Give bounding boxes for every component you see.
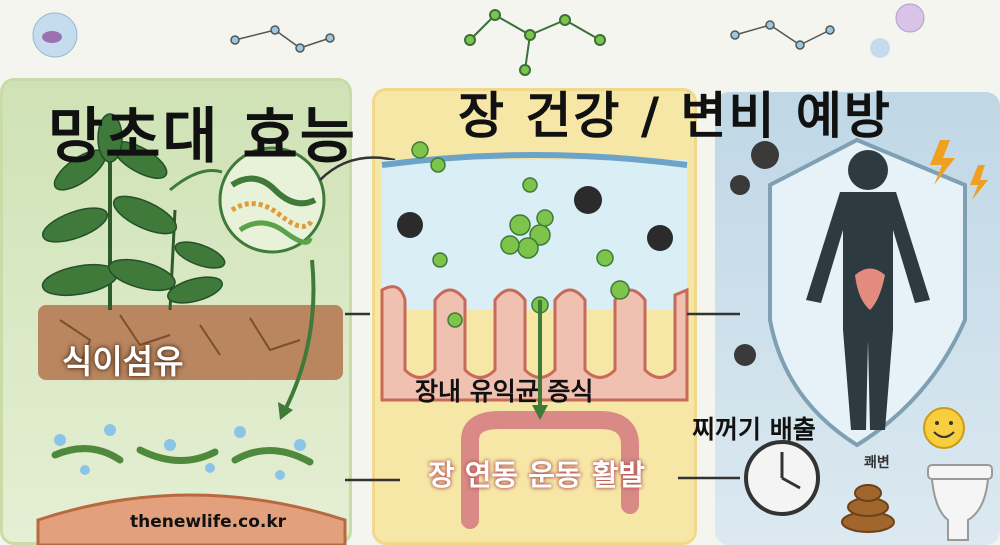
bad-bacteria-icon — [397, 186, 673, 251]
label-waste-removal: 찌꺼기 배출 — [692, 415, 816, 444]
intestine-lining-icon — [380, 152, 689, 402]
label-bowel-movement: 쾌변 — [864, 455, 890, 471]
label-gut-bacteria: 장내 유익균 증식 — [415, 377, 594, 406]
page-title: 망초대 효능 — [48, 102, 357, 172]
toilet-icon — [927, 464, 993, 541]
arrow-icon — [169, 169, 223, 192]
smile-icon — [923, 407, 965, 449]
page-subtitle: 장 건강 / 변비 예방 — [458, 87, 892, 145]
label-fiber: 식이섬유 — [62, 342, 184, 381]
clock-icon — [744, 440, 820, 516]
intestine-icon — [461, 411, 639, 529]
arrow-icon — [283, 259, 316, 411]
water-drop-icon — [54, 424, 306, 480]
intestine-icon — [855, 268, 885, 310]
bad-bacteria-icon — [730, 141, 779, 366]
molecule-icon — [464, 9, 606, 76]
cell-icon — [895, 3, 925, 33]
fiber-strand-icon — [218, 146, 326, 254]
label-peristalsis: 장 연동 운동 활발 — [428, 458, 646, 492]
human-body-icon — [806, 150, 930, 430]
poop-icon — [841, 484, 895, 533]
molecule-icon — [230, 25, 335, 53]
intestine-wall-icon — [36, 493, 347, 545]
site-watermark: thenewlife.co.kr — [130, 512, 287, 532]
soil-icon — [38, 305, 343, 380]
arrow-icon — [319, 156, 396, 181]
fiber-strand-icon — [51, 445, 314, 466]
lightning-icon — [930, 140, 988, 200]
molecule-icon — [730, 20, 835, 50]
plant-icon — [41, 113, 226, 311]
